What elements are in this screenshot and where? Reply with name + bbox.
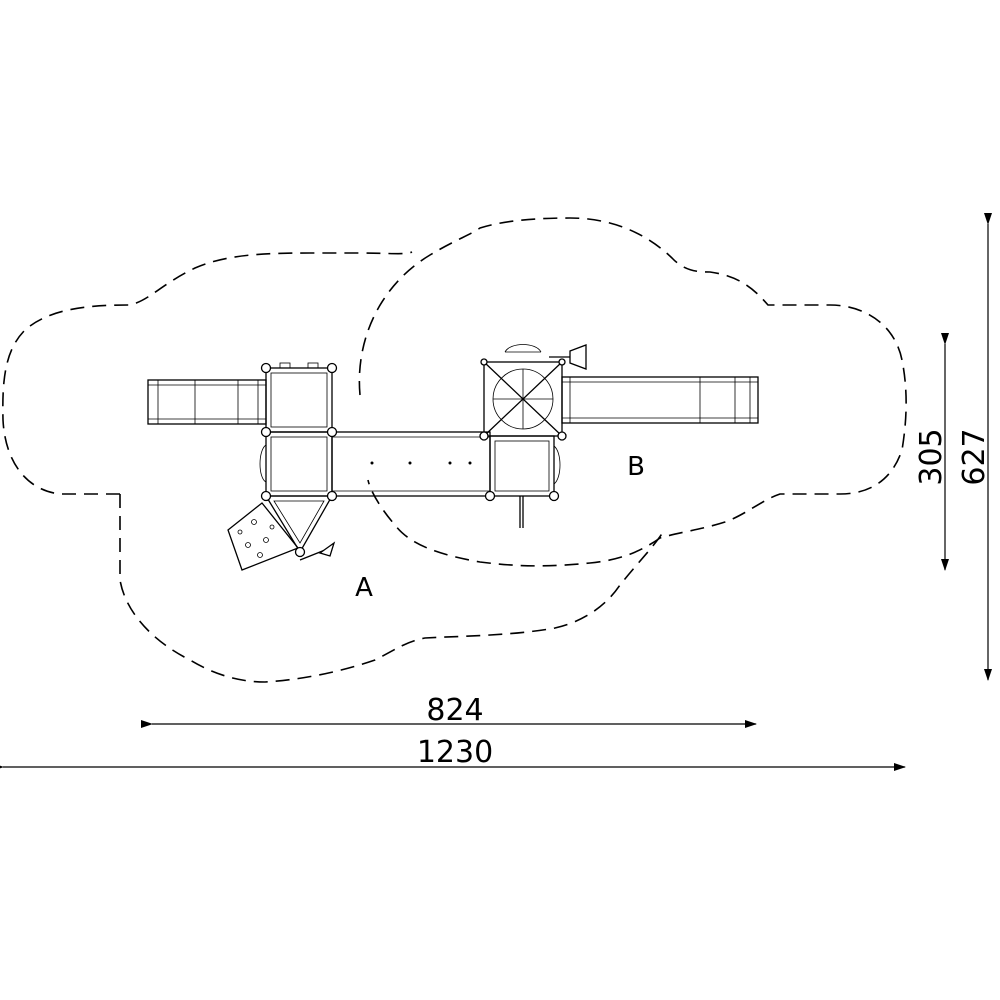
left-slide [147, 379, 267, 425]
tower-posts [260, 358, 567, 558]
telescope-right [549, 344, 587, 370]
zone-a-label: A [355, 573, 373, 603]
dimension-label-outer-height: 627 [957, 428, 992, 485]
zone-b-label: B [627, 452, 645, 482]
climbing-wall-panel [227, 502, 300, 571]
safety-zone-b-outline [358, 217, 907, 567]
dimension-label-outer-width: 1230 [417, 735, 493, 770]
dimension-label-inner-width: 824 [426, 693, 483, 728]
triangle-connector-platform [264, 495, 334, 554]
right-tower-roof [483, 344, 563, 437]
right-slide [561, 376, 759, 424]
right-tower-lower-platform [489, 435, 561, 528]
dimension-label-inner-height: 305 [914, 428, 949, 485]
safety-zone-a-outline [2, 251, 666, 683]
telescope-left [299, 541, 336, 561]
bridge [331, 431, 491, 497]
left-tower-upper-platform [265, 362, 333, 433]
left-tower-lower-platform [259, 431, 333, 497]
